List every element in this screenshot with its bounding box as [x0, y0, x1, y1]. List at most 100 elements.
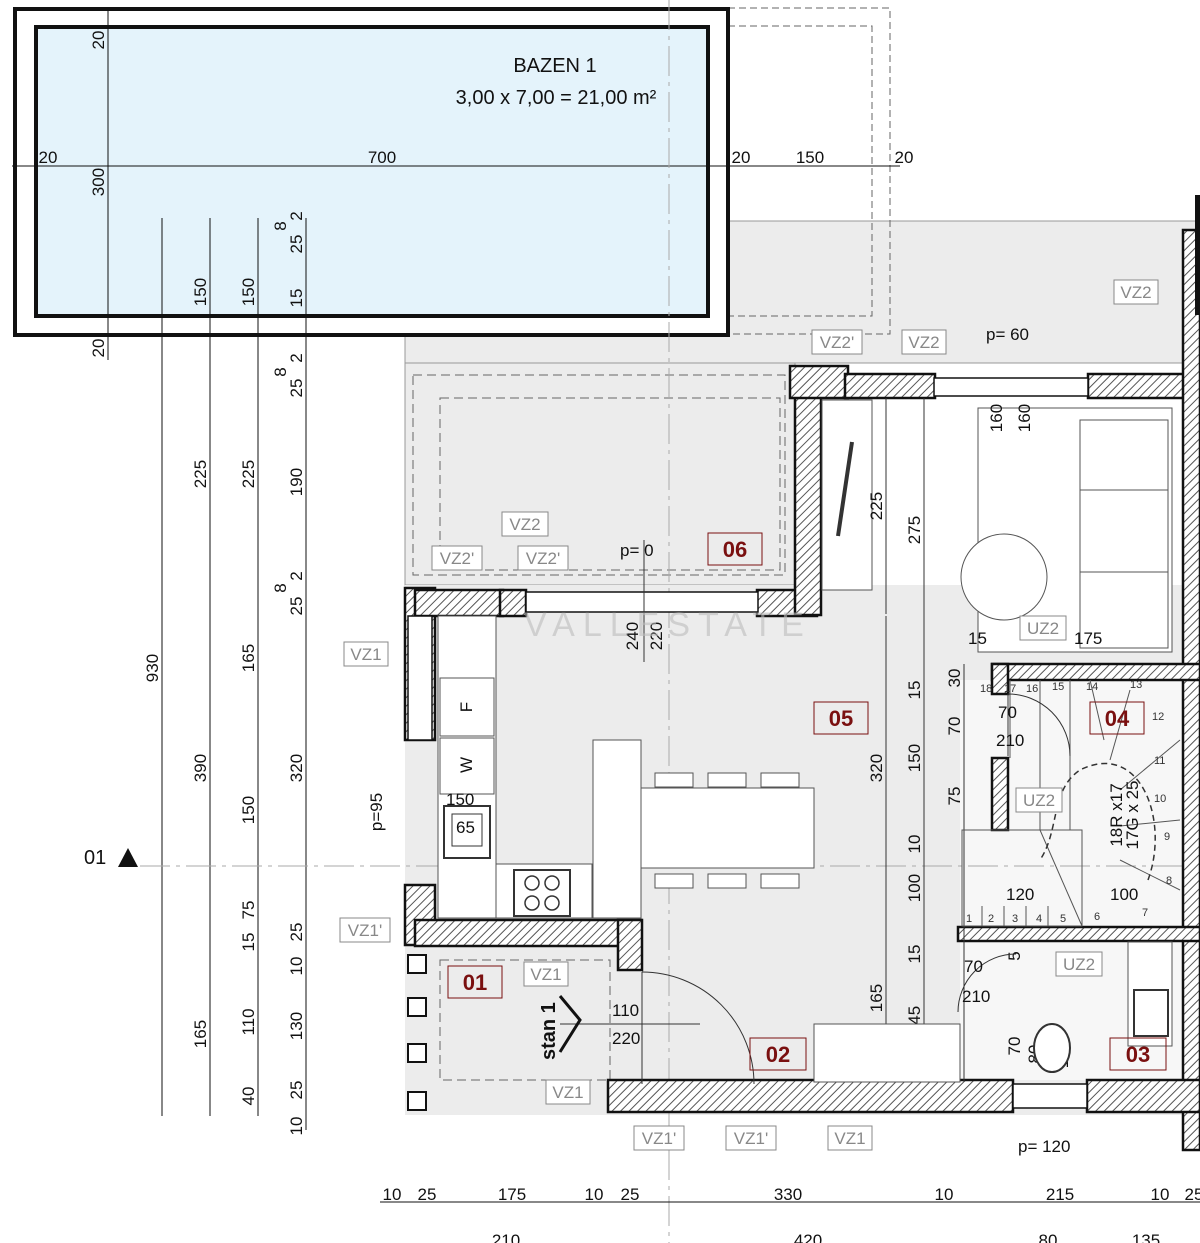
door-03-swing [957, 953, 1017, 1013]
svg-text:03: 03 [1126, 1042, 1150, 1067]
svg-text:1: 1 [966, 913, 972, 925]
dim-c4: 2 [287, 353, 306, 362]
svg-text:04: 04 [1105, 706, 1130, 731]
cabinet-02 [813, 1023, 961, 1083]
svg-text:10: 10 [383, 1185, 402, 1204]
dim-5: 5 [1005, 951, 1024, 960]
svg-text:14: 14 [1086, 681, 1098, 693]
pool-side-dim: 20 [89, 31, 108, 50]
pool-name: BAZEN 1 [513, 55, 596, 77]
section-marker-arrow-icon [118, 848, 138, 867]
svg-text:10: 10 [1151, 1185, 1170, 1204]
dim-30: 30 [945, 669, 964, 688]
dim-c4: 10 [287, 957, 306, 976]
entry-door-width: 110 [612, 1001, 639, 1020]
room-labels: 01 02 03 04 05 06 [447, 532, 1167, 1071]
door-04-height: 210 [996, 731, 1024, 750]
dim-165: 165 [867, 984, 886, 1012]
dim-70b: 70 [1005, 1037, 1024, 1056]
dim-150: 150 [446, 790, 474, 809]
svg-text:175: 175 [498, 1185, 526, 1204]
dim-c4: 190 [287, 468, 306, 496]
svg-text:VZ1': VZ1' [734, 1129, 768, 1148]
dim-150b: 150 [905, 744, 924, 772]
tv-cabinet [821, 399, 873, 591]
svg-text:17: 17 [1004, 683, 1016, 695]
svg-text:7: 7 [1142, 907, 1148, 919]
dim-70: 70 [945, 717, 964, 736]
dim-c4: 15 [287, 289, 306, 308]
svg-text:12: 12 [1152, 711, 1164, 723]
svg-text:UZ2: UZ2 [1063, 955, 1095, 974]
dim-930: 930 [143, 654, 162, 682]
dim-15: 15 [968, 629, 987, 648]
coffee-table [960, 533, 1048, 621]
element-tags [339, 279, 1159, 1151]
dim-c3: 40 [239, 1087, 258, 1106]
tv-icon [836, 441, 854, 537]
dim-c4: 2 [287, 211, 306, 220]
pool-water [34, 25, 710, 318]
kitchen-island [592, 739, 642, 919]
svg-text:10: 10 [935, 1185, 954, 1204]
dim-100c: 100 [1110, 885, 1138, 904]
svg-text:15: 15 [1052, 681, 1064, 693]
dim-225: 225 [867, 492, 886, 520]
fridge [439, 677, 495, 737]
stair-arrow [1039, 762, 1156, 881]
svg-text:11: 11 [1154, 755, 1165, 767]
dim-c4: 25 [287, 235, 306, 254]
burner [524, 895, 540, 911]
svg-text:25: 25 [1185, 1185, 1200, 1204]
sink-basin [451, 813, 483, 847]
dim-c2: 150 [191, 278, 210, 306]
svg-text:9: 9 [1164, 831, 1170, 843]
dim-160: 160 [1015, 404, 1034, 432]
dim-c4: 8 [271, 221, 290, 230]
top-dim: 20 [895, 148, 914, 167]
entry-dashed-outline [439, 959, 611, 1081]
dim-c4: 25 [287, 379, 306, 398]
cooktop-icon [513, 869, 571, 917]
stair-going: 17G x 25 [1123, 781, 1142, 850]
dim-320: 320 [867, 754, 886, 782]
svg-text:VZ2': VZ2' [440, 549, 474, 568]
dining-chairs [654, 772, 800, 889]
svg-text:13: 13 [1130, 679, 1142, 691]
element-tag-text: VZ2 VZ2' VZ2 VZ2 VZ2' VZ2' VZ1 UZ2 UZ2 U… [348, 283, 1152, 1148]
stair-step-numbers: 1 2 3 4 5 6 7 8 9 10 11 12 13 14 15 16 1… [966, 679, 1172, 925]
level-bottom: p= 120 [1018, 1137, 1070, 1156]
washbasin [1133, 989, 1169, 1037]
door-03-width: 70 [964, 957, 983, 976]
dim-c3: 110 [239, 1008, 258, 1035]
door-04-width: 70 [998, 703, 1017, 722]
burner [544, 875, 560, 891]
apartment-label: stan 1 [538, 1002, 560, 1060]
level-side: p=95 [367, 793, 386, 831]
dim-15b: 15 [905, 681, 924, 700]
svg-text:4: 4 [1036, 913, 1042, 925]
dim-75: 75 [945, 787, 964, 806]
svg-text:3: 3 [1012, 913, 1018, 925]
section-marker-label: 01 [84, 847, 106, 869]
dim-100: 100 [905, 874, 924, 902]
svg-text:VZ2: VZ2 [509, 515, 540, 534]
watermark: VALLESTATE [524, 606, 812, 644]
terrace-inner-dashed [439, 397, 781, 571]
burner [544, 895, 560, 911]
svg-text:25: 25 [418, 1185, 437, 1204]
dining-table [640, 787, 815, 869]
level-top: p= 60 [986, 325, 1029, 344]
svg-text:25: 25 [621, 1185, 640, 1204]
dim-c4: 8 [271, 583, 290, 592]
dim-c3: 150 [239, 278, 258, 306]
terrace-dashed-outline [412, 374, 786, 576]
dim-c3: 150 [239, 796, 258, 824]
stair-rise: 18R x17 [1107, 783, 1126, 846]
svg-text:VZ1: VZ1 [530, 965, 561, 984]
top-dim: 20 [39, 148, 58, 167]
dim-c4: 130 [287, 1012, 306, 1040]
dim-c4: 25 [287, 597, 306, 616]
dim-c2: 225 [191, 460, 210, 488]
svg-text:420: 420 [794, 1231, 822, 1243]
